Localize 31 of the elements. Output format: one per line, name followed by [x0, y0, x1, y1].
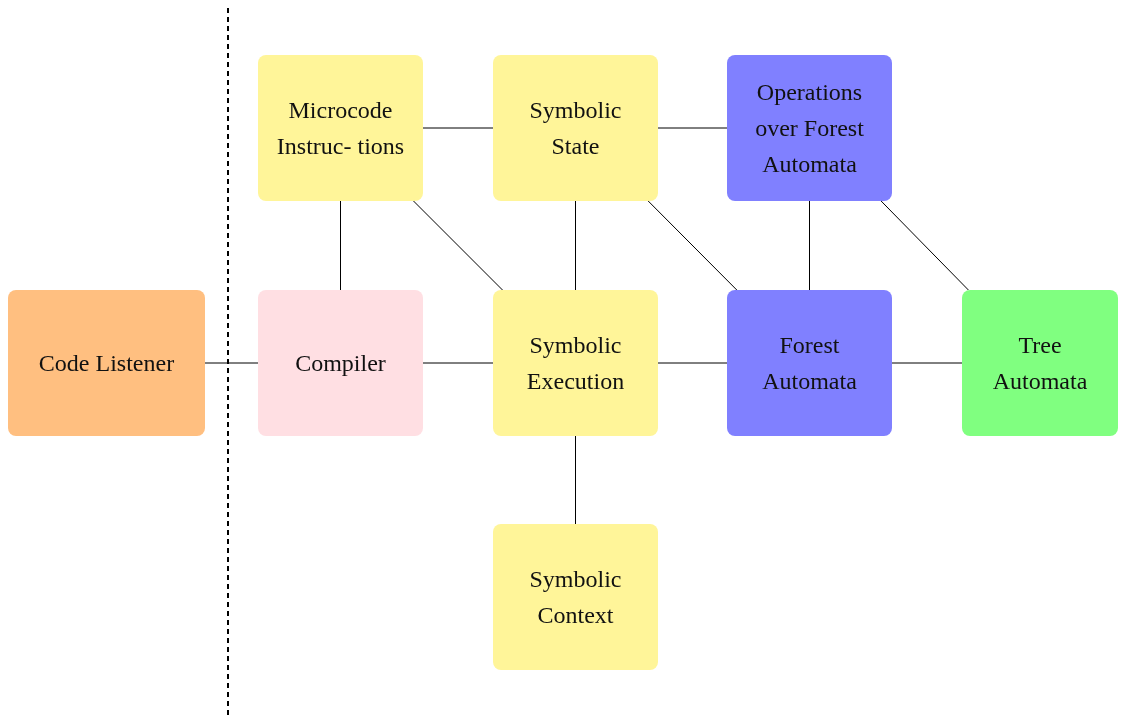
component-label: Forest Automata [761, 331, 858, 396]
component-box [493, 290, 658, 436]
component-box [8, 290, 205, 436]
connector-line [422, 127, 494, 129]
connector-line [657, 362, 728, 364]
component-box [493, 524, 658, 670]
component-box [727, 55, 892, 201]
component-box [962, 290, 1118, 436]
connector-line [204, 362, 259, 364]
component-label: Symbolic State [528, 96, 623, 161]
component-box [493, 55, 658, 201]
component-box [258, 290, 423, 436]
connector-line [809, 200, 810, 291]
connector-line [340, 200, 341, 291]
component-label: Tree Automata [991, 331, 1089, 396]
connector-line [413, 200, 503, 291]
connector-line [880, 200, 969, 291]
connector-line [575, 435, 576, 525]
connector-line [647, 200, 738, 291]
component-box [258, 55, 423, 201]
component-label: Symbolic Execution [525, 331, 626, 396]
component-label: Microcode Instruc- tions [275, 96, 406, 161]
component-label: Operations over Forest Automata [754, 78, 865, 179]
component-box [727, 290, 892, 436]
component-label: Code Listener [38, 349, 175, 378]
connector-line [657, 127, 728, 129]
component-label: Compiler [295, 349, 386, 378]
component-label: Symbolic Context [528, 565, 623, 630]
connector-line [575, 200, 576, 291]
connector-line [422, 362, 494, 364]
connector-line [891, 362, 963, 364]
